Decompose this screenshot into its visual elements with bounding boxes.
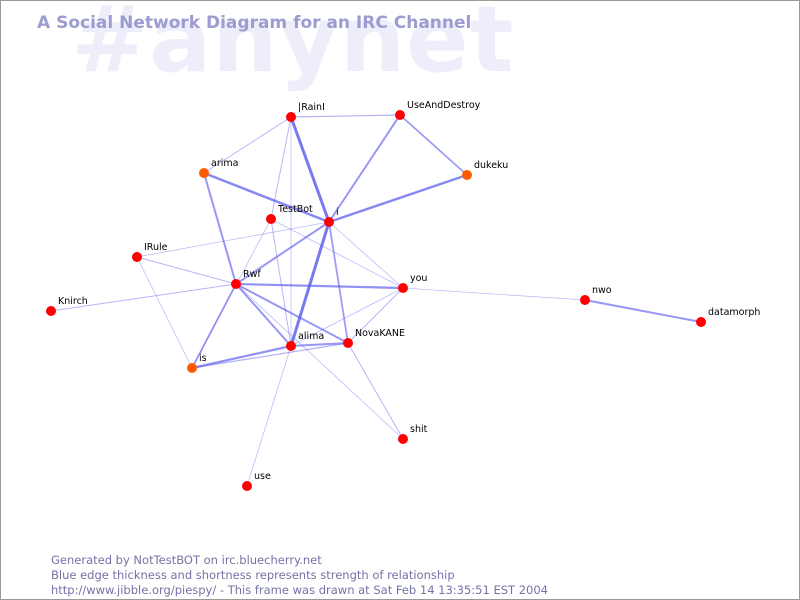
node-alima: alima — [286, 331, 324, 351]
node-label: UseAndDestroy — [407, 100, 481, 111]
edge-rwf-i — [235, 221, 330, 285]
edge-novakane-you — [347, 287, 404, 344]
node-label: NovaKANE — [355, 328, 405, 339]
node-nwo: nwo — [580, 285, 612, 305]
node-datamorph: datamorph — [696, 307, 760, 327]
edge-iraini-arima — [203, 116, 292, 174]
edge-iraini-i — [289, 115, 331, 224]
node-label: you — [410, 273, 427, 284]
node-dot — [199, 168, 209, 178]
footer: Generated by NotTestBOT on irc.bluecherr… — [51, 553, 548, 598]
edge-rwf-shit — [235, 283, 404, 440]
node-useanddestroy: UseAndDestroy — [395, 100, 481, 120]
edge-is-irule — [136, 256, 193, 369]
edge-rwf-you — [234, 282, 405, 290]
node-dot — [462, 170, 472, 180]
edge-you-nwo — [402, 287, 586, 301]
node-label: i — [336, 207, 339, 218]
edge-nwo-datamorph — [584, 299, 702, 323]
edge-layer — [50, 114, 702, 487]
node-dot — [132, 252, 142, 262]
node-dot — [242, 481, 252, 491]
node-use: use — [242, 471, 271, 491]
node-rwf: Rwf — [231, 269, 261, 289]
node-i: i — [324, 207, 339, 227]
node-dot — [343, 338, 353, 348]
node-arima: arima — [199, 158, 238, 178]
node-novakane: NovaKANE — [343, 328, 405, 348]
node-label: |RainI — [298, 102, 325, 113]
node-knirch: Knirch — [46, 296, 88, 316]
footer-generated-by: Generated by NotTestBOT on irc.bluecherr… — [51, 553, 322, 567]
node-testbot: TestBot — [266, 204, 313, 224]
node-shit: shit — [398, 424, 428, 444]
edge-rwf-novakane — [235, 283, 349, 344]
node-label: alima — [298, 331, 324, 342]
edge-i-useanddestroy — [328, 114, 401, 223]
node-iraini: |RainI — [286, 102, 325, 122]
edge-rwf-knirch — [50, 283, 237, 312]
node-dot — [266, 214, 276, 224]
node-label: Knirch — [58, 296, 88, 307]
channel-watermark: #anynet — [71, 0, 515, 93]
edge-testbot-alima — [270, 218, 292, 347]
edge-alima-you — [290, 287, 404, 347]
node-label: use — [254, 471, 271, 482]
edge-is-novakane — [191, 342, 349, 369]
edge-arima-rwf — [203, 172, 237, 285]
edge-iraini-testbot — [270, 116, 292, 220]
node-dot — [580, 295, 590, 305]
edge-rwf-irule — [136, 256, 237, 285]
node-label: dukeku — [474, 160, 508, 171]
node-label: nwo — [592, 285, 612, 296]
node-label: IRule — [144, 242, 168, 253]
edge-i-dukeku — [327, 173, 469, 224]
node-irule: IRule — [132, 242, 168, 262]
edge-irule-i — [136, 221, 330, 258]
node-dot — [324, 217, 334, 227]
footer-url-timestamp: http://www.jibble.org/piespy/ - This fra… — [51, 583, 548, 597]
node-dot — [395, 110, 405, 120]
node-dot — [187, 363, 197, 373]
node-you: you — [398, 273, 427, 293]
edge-alima-use — [246, 345, 292, 487]
node-label: arima — [211, 158, 238, 169]
node-dot — [398, 283, 408, 293]
edge-i-novakane — [328, 221, 349, 344]
node-dot — [46, 306, 56, 316]
edge-testbot-you — [270, 218, 404, 289]
node-is: is — [187, 353, 207, 373]
node-dot — [286, 112, 296, 122]
edge-novakane-shit — [347, 342, 404, 440]
edge-rwf-is — [191, 283, 237, 369]
node-dot — [398, 434, 408, 444]
edge-arima-i — [202, 171, 331, 224]
edge-testbot-is — [191, 218, 272, 369]
node-dot — [231, 279, 241, 289]
node-dot — [286, 341, 296, 351]
node-dukeku: dukeku — [462, 160, 508, 180]
edge-iraini-useanddestroy — [290, 114, 401, 118]
edge-rwf-alima — [235, 283, 292, 347]
diagram-title: A Social Network Diagram for an IRC Chan… — [37, 13, 472, 33]
node-dot — [696, 317, 706, 327]
node-label: datamorph — [708, 307, 760, 318]
edge-i-alima — [289, 220, 331, 348]
edge-useanddestroy-dukeku — [399, 114, 468, 176]
node-label: shit — [410, 424, 428, 435]
edge-alima-novakane — [290, 342, 349, 347]
edge-i-you — [328, 221, 404, 289]
node-label: is — [199, 353, 207, 364]
node-label: TestBot — [277, 204, 313, 215]
node-label: Rwf — [243, 269, 261, 280]
footer-legend-note: Blue edge thickness and shortness repres… — [51, 568, 455, 582]
edge-is-alima — [190, 344, 293, 370]
